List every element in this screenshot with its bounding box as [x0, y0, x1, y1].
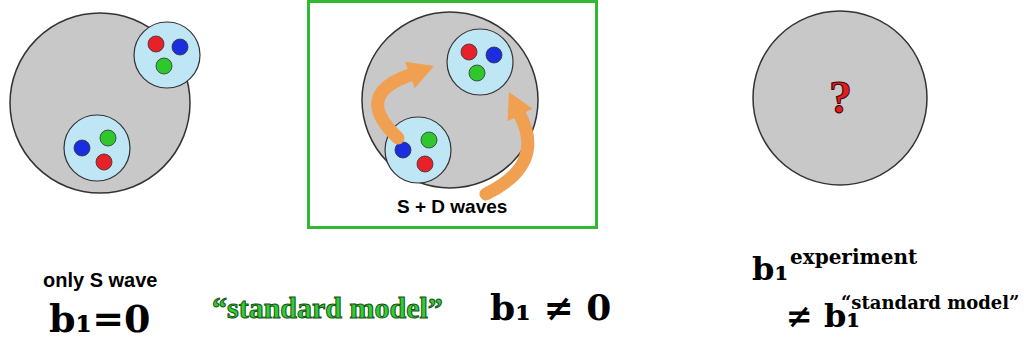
quark-dot: [156, 58, 172, 74]
quark-dot: [486, 47, 502, 63]
nucleon-circle: [447, 29, 513, 95]
formula-text: b₁ ≠ 0: [490, 289, 611, 325]
formula-text: b₁: [752, 253, 788, 285]
formula-text: experiment: [790, 247, 917, 267]
quark-dot: [74, 140, 90, 156]
nucleon-circle: [64, 115, 130, 181]
highlight-box: S + D waves: [307, 0, 598, 229]
quark-dot: [469, 65, 485, 81]
quark-dot: [172, 39, 188, 55]
quark-dot: [421, 132, 437, 148]
quark-dot: [96, 154, 112, 170]
motion-arrow: [486, 115, 528, 194]
question-mark: ?: [829, 75, 852, 121]
quark-dot: [417, 156, 433, 172]
nucleus-circle: [10, 13, 190, 193]
nucleus-circle: [362, 12, 538, 188]
nucleon-circle: [134, 22, 200, 88]
arrow-head: [508, 92, 533, 121]
nucleus-circle: ?: [752, 10, 928, 186]
quark-dot: [100, 130, 116, 146]
box-caption: S + D waves: [397, 197, 507, 216]
model-label: “standard model”: [212, 293, 443, 323]
quark-dot: [461, 44, 477, 60]
formula-text: b₁=0: [49, 300, 151, 338]
quark-dot: [148, 36, 164, 52]
motion-arrow: [378, 75, 410, 138]
formula-text: “standard model”: [841, 294, 1019, 312]
arrow-head: [405, 62, 434, 88]
circle-shape: [753, 11, 927, 185]
formula-text: only S wave: [43, 270, 158, 290]
